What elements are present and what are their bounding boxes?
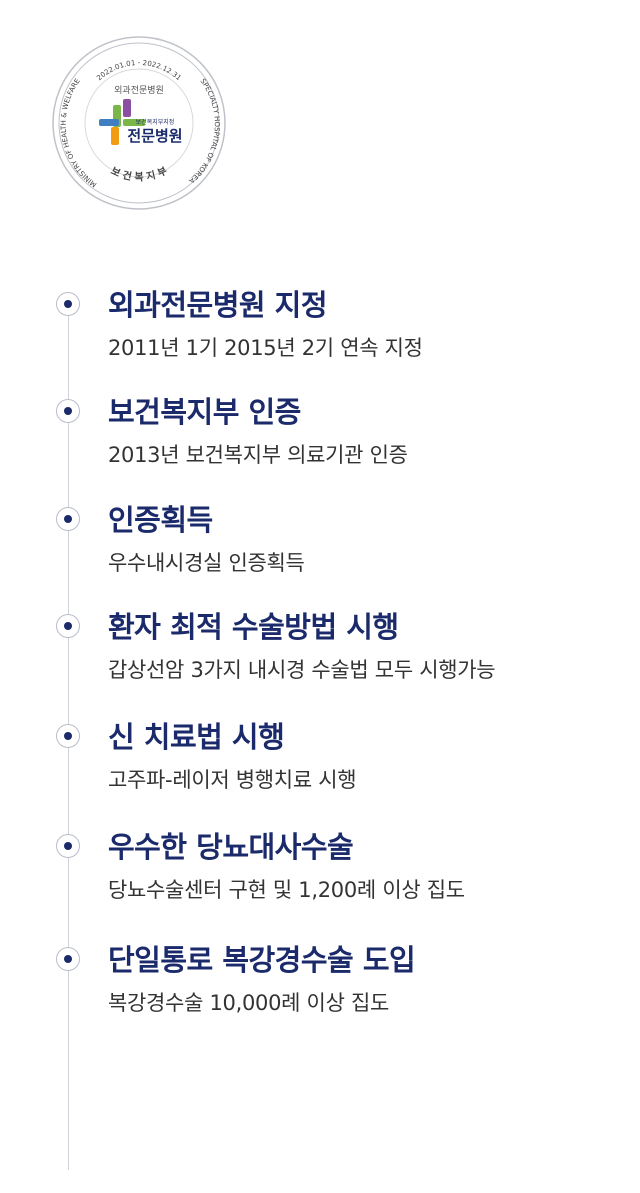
timeline-title: 우수한 당뇨대사수술 bbox=[108, 830, 354, 864]
timeline-title: 보건복지부 인증 bbox=[108, 395, 301, 429]
timeline-title: 인증획득 bbox=[108, 503, 213, 537]
seal-top-label: 외과전문병원 bbox=[114, 84, 164, 96]
timeline-desc: 당뇨수술센터 구현 및 1,200례 이상 집도 bbox=[108, 878, 465, 902]
timeline-desc: 우수내시경실 인증획득 bbox=[108, 551, 305, 575]
timeline-desc: 2013년 보건복지부 의료기관 인증 bbox=[108, 443, 408, 467]
timeline-title: 단일통로 복강경수술 도입 bbox=[108, 943, 416, 977]
timeline-bullet-icon bbox=[56, 292, 80, 316]
timeline-desc: 고주파-레이저 병행치료 시행 bbox=[108, 768, 357, 792]
timeline-desc: 2011년 1기 2015년 2기 연속 지정 bbox=[108, 336, 423, 360]
timeline-title: 신 치료법 시행 bbox=[108, 720, 285, 754]
timeline-bullet-icon bbox=[56, 614, 80, 638]
timeline-desc: 갑상선암 3가지 내시경 수술법 모두 시행가능 bbox=[108, 658, 496, 682]
seal-main-label: 전문병원 bbox=[127, 127, 182, 145]
timeline-bullet-icon bbox=[56, 947, 80, 971]
timeline-title: 외과전문병원 지정 bbox=[108, 288, 328, 322]
timeline-bullet-icon bbox=[56, 724, 80, 748]
timeline-bullet-icon bbox=[56, 507, 80, 531]
cross-logo-icon bbox=[99, 99, 145, 145]
timeline-bullet-icon bbox=[56, 399, 80, 423]
timeline-desc: 복강경수술 10,000례 이상 집도 bbox=[108, 991, 390, 1015]
timeline-bullet-icon bbox=[56, 834, 80, 858]
seal-small-label: 보건복지부지정 bbox=[136, 118, 175, 126]
certification-seal: 2022.01.01 - 2022.12.31 MINISTRY OF HEAL… bbox=[51, 35, 227, 211]
seal-emblem: 2022.01.01 - 2022.12.31 MINISTRY OF HEAL… bbox=[52, 36, 226, 210]
timeline-title: 환자 최적 수술방법 시행 bbox=[108, 610, 399, 644]
